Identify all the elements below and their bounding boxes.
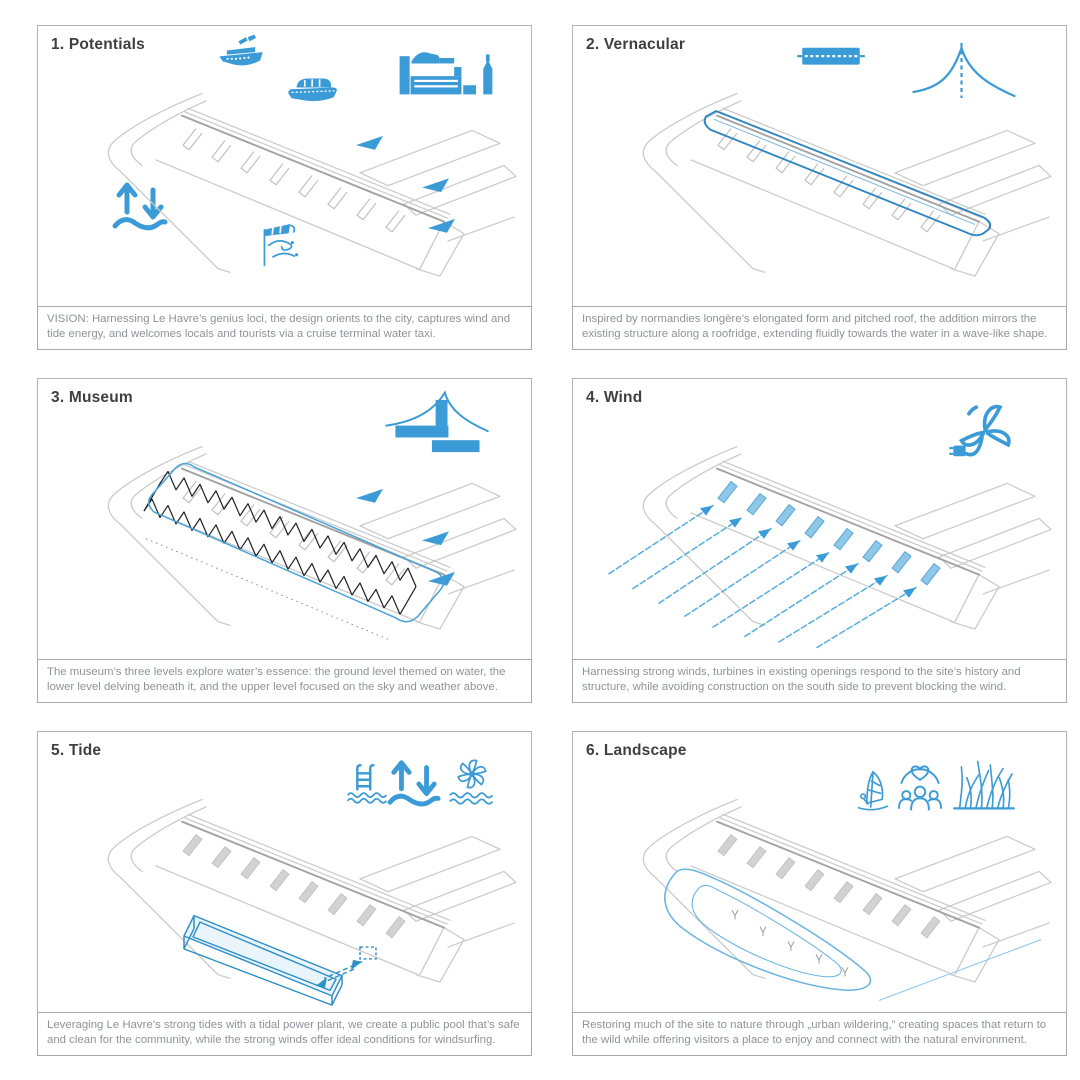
panel-title: 1. Potentials <box>51 36 145 53</box>
panel-caption: The museum’s three levels explore water’… <box>37 658 532 703</box>
water-taxi-icon <box>288 78 337 102</box>
community-heart-icon <box>898 765 942 811</box>
panel-title: 3. Museum <box>51 389 133 406</box>
planting-marks <box>731 909 849 977</box>
panel-caption: VISION: Harnessing Le Havre’s genius loc… <box>37 305 532 350</box>
panel-caption: Restoring much of the site to nature thr… <box>572 1011 1067 1056</box>
tide-link-arrows <box>315 946 377 988</box>
site-axonometric-wind <box>608 445 1052 649</box>
roof-addition-outline <box>703 110 992 237</box>
cruise-ship-icon <box>219 34 263 66</box>
panel-vernacular: 2. Vernacular Inspired by normandies lon… <box>572 25 1067 350</box>
tidal-pool <box>183 914 343 1006</box>
site-axonometric-museum <box>107 445 518 641</box>
longere-plan-icon <box>797 47 865 65</box>
panel-caption: Inspired by normandies longère’s elongat… <box>572 305 1067 350</box>
panel-museum: 3. Museum The museum’s three levels expl… <box>37 378 532 703</box>
panel-potentials: 1. Potentials <box>37 25 532 350</box>
grass-icon <box>953 760 1015 810</box>
turbine-water-icon <box>449 759 494 805</box>
panel-landscape: 6. Landscape <box>572 731 1067 1056</box>
site-axonometric-landscape <box>642 798 1052 1001</box>
panel-caption: Harnessing strong winds, turbines in exi… <box>572 658 1067 703</box>
pool-ladder-icon <box>346 764 388 804</box>
windsock-icon <box>263 224 299 267</box>
tide-arrows-icon <box>387 760 441 807</box>
panel-title: 6. Landscape <box>586 742 687 759</box>
museum-massing-outline <box>147 462 445 623</box>
panel-tide: 5. Tide <box>37 731 532 1056</box>
museum-roof-icon <box>385 390 489 453</box>
windsurfer-icon <box>857 770 889 811</box>
site-axonometric-potentials <box>107 92 518 278</box>
wind-turbine-plug-icon <box>949 404 1011 457</box>
city-skyline-icon <box>399 52 493 95</box>
wind-flow-arrows-icon <box>608 504 917 649</box>
wildering-paths <box>664 868 1042 1001</box>
panel-wind: 4. Wind Harnessing strong winds, turbine… <box>572 378 1067 703</box>
pitched-roof-profile-icon <box>912 43 1016 98</box>
site-axonometric-tide <box>107 798 518 1006</box>
panel-caption: Leveraging Le Havre’s strong tides with … <box>37 1011 532 1056</box>
panel-title: 2. Vernacular <box>586 36 686 53</box>
panel-title: 4. Wind <box>586 389 643 406</box>
panel-title: 5. Tide <box>51 742 102 759</box>
site-axonometric-vernacular <box>642 92 1052 278</box>
